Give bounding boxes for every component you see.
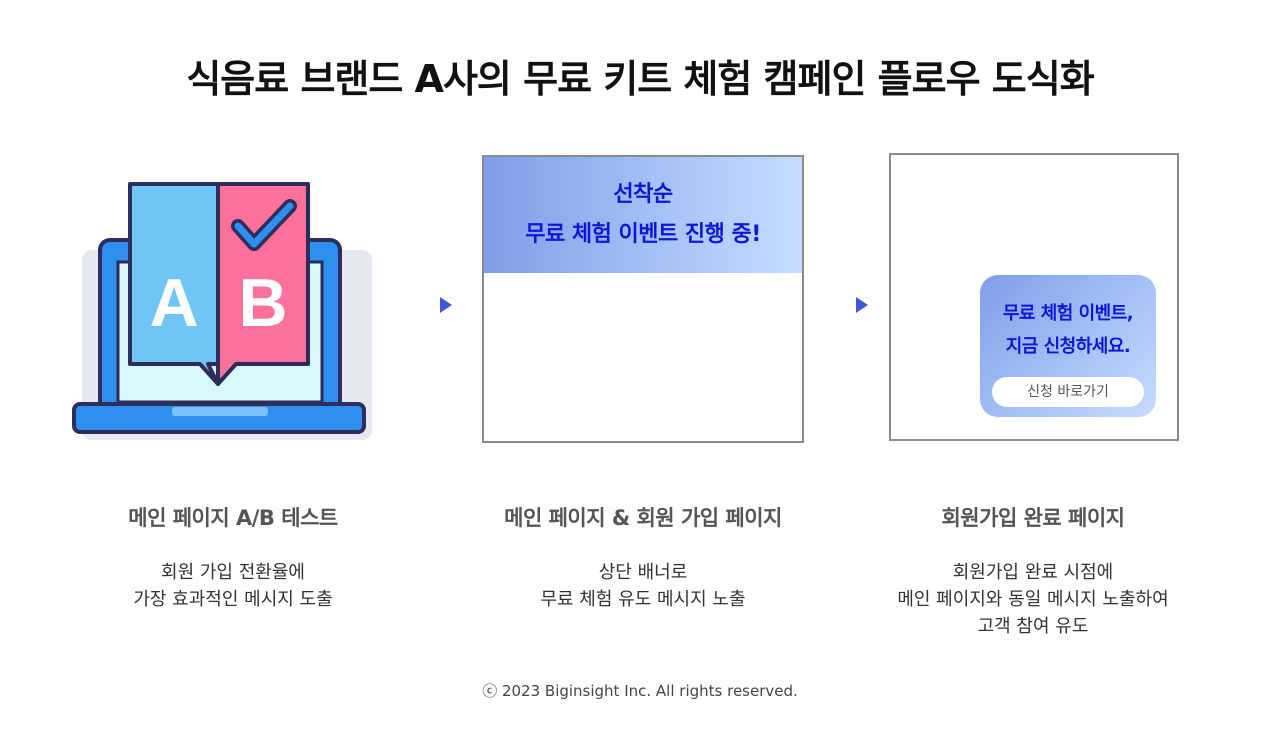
description-line: 회원가입 완료 시점에	[952, 562, 1114, 583]
page-title: 식음료 브랜드 A사의 무료 키트 체험 캠페인 플로우 도식화	[186, 57, 1094, 101]
description-line: 고객 참여 유도	[977, 616, 1089, 637]
top-banner: 선착순 무료 체험 이벤트 진행 중!	[484, 157, 802, 273]
main-page-mockup: 선착순 무료 체험 이벤트 진행 중!	[482, 155, 804, 443]
popup-line: 무료 체험 이벤트,	[1002, 303, 1134, 324]
description-line: 상단 배너로	[598, 562, 688, 583]
label-a: A	[149, 265, 198, 341]
description-line: 메인 페이지와 동일 메시지 노출하여	[897, 589, 1169, 610]
step-heading: 회원가입 완료 페이지	[941, 506, 1125, 530]
banner-line: 선착순	[613, 182, 673, 207]
copyright: ⓒ 2023 Biginsight Inc. All rights reserv…	[482, 682, 798, 700]
event-popup: 무료 체험 이벤트, 지금 신청하세요. 신청 바로가기	[980, 275, 1156, 417]
step-description: 상단 배너로 무료 체험 유도 메시지 노출	[428, 559, 858, 613]
step-description: 회원가입 완료 시점에 메인 페이지와 동일 메시지 노출하여 고객 참여 유도	[818, 559, 1248, 640]
step-heading: 메인 페이지 A/B 테스트	[128, 506, 338, 530]
banner-line: 무료 체험 이벤트 진행 중!	[525, 222, 761, 247]
signup-complete-page-mockup: 무료 체험 이벤트, 지금 신청하세요. 신청 바로가기	[889, 153, 1179, 441]
flow-arrow-icon	[408, 297, 452, 313]
laptop-trackpad	[172, 407, 268, 416]
description-line: 가장 효과적인 메시지 도출	[133, 589, 333, 610]
laptop-base	[72, 402, 366, 434]
flow-arrow-icon	[824, 297, 868, 313]
apply-now-button[interactable]: 신청 바로가기	[992, 377, 1144, 407]
step-heading: 메인 페이지 & 회원 가입 페이지	[504, 506, 782, 530]
description-line: 무료 체험 유도 메시지 노출	[540, 589, 746, 610]
step-description: 회원 가입 전환율에 가장 효과적인 메시지 도출	[18, 559, 448, 613]
popup-line: 지금 신청하세요.	[1005, 336, 1131, 357]
label-b: B	[238, 265, 287, 341]
laptop-ab-test-icon: A B	[72, 182, 372, 440]
description-line: 회원 가입 전환율에	[161, 562, 305, 583]
check-icon	[234, 202, 294, 248]
